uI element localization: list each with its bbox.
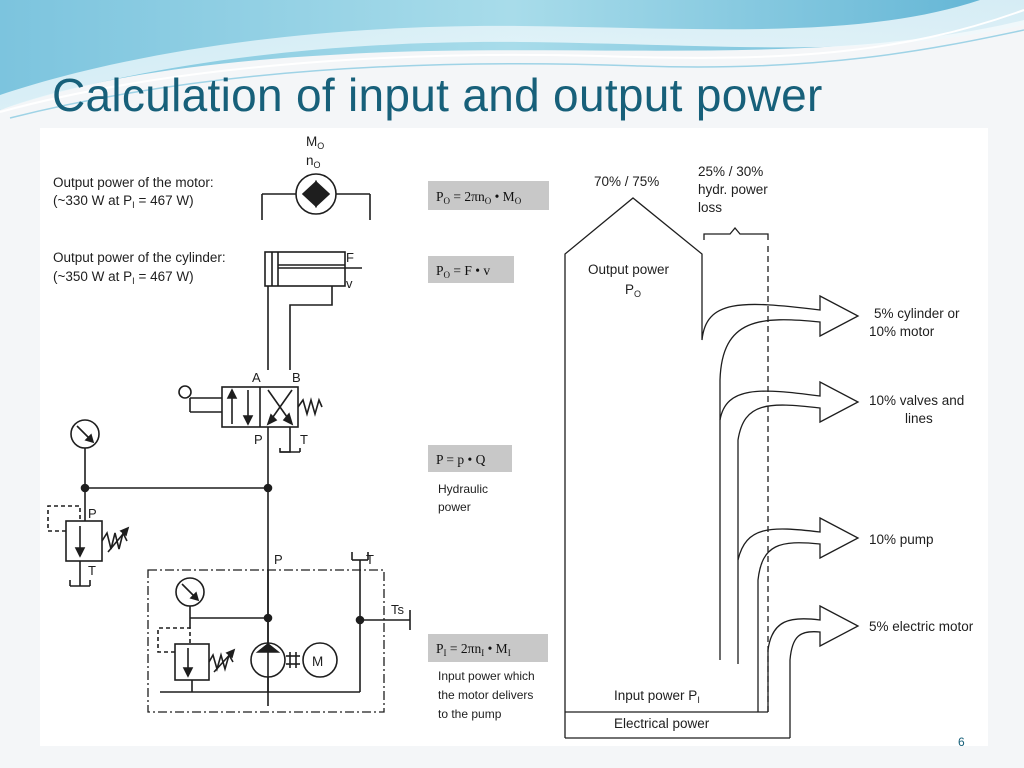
svg-text:T: T — [88, 563, 96, 578]
formula-motor: PO = 2πnO • MO — [428, 181, 549, 210]
svg-text:F: F — [346, 250, 354, 265]
loss-label-pump: 10% pump — [869, 532, 934, 547]
page-number: 6 — [958, 735, 965, 749]
svg-text:B: B — [292, 370, 301, 385]
loss-arrow-cylinder — [701, 280, 860, 660]
loss-label-valves: 10% valves and — [869, 393, 964, 408]
svg-text:A: A — [252, 370, 261, 385]
svg-text:the motor delivers: the motor delivers — [438, 688, 533, 702]
svg-text:(~330 W at PI = 467 W): (~330 W at PI = 467 W) — [53, 193, 194, 210]
svg-text:M: M — [312, 654, 323, 669]
loss-arrow-valves — [719, 380, 860, 664]
svg-text:to the pump: to the pump — [438, 707, 502, 721]
svg-text:T: T — [300, 432, 308, 447]
pressure-gauge-left — [70, 419, 273, 521]
loss-label-electric-motor: 5% electric motor — [869, 619, 974, 634]
svg-text:PO = 2πnO • MO: PO = 2πnO • MO — [436, 189, 522, 206]
svg-text:Output power: Output power — [588, 262, 670, 277]
svg-text:Input power PI: Input power PI — [614, 688, 700, 705]
svg-text:70% / 75%: 70% / 75% — [594, 174, 659, 189]
cylinder-symbol: F v — [264, 250, 362, 370]
svg-text:P: P — [254, 432, 263, 447]
svg-text:Output power of the cylinder:: Output power of the cylinder: — [53, 250, 226, 265]
svg-text:power: power — [438, 500, 471, 514]
svg-text:PI = 2πnI • MI: PI = 2πnI • MI — [436, 641, 511, 658]
power-flow-sankey — [564, 197, 860, 739]
svg-text:P: P — [274, 552, 283, 567]
svg-text:hydr. power: hydr. power — [698, 182, 768, 197]
hydraulic-power-figure: Output power of the motor: (~330 W at PI… — [40, 128, 988, 746]
slide-title: Calculation of input and output power — [52, 69, 823, 121]
formula-hydraulic: P = p • Q Hydraulic power — [428, 445, 512, 514]
svg-text:Hydraulic: Hydraulic — [438, 482, 488, 496]
motor-output-label: Output power of the motor: (~330 W at PI… — [53, 175, 214, 210]
formula-cylinder: PO = F • v — [428, 256, 514, 283]
sankey-labels: 70% / 75% 25% / 30% hydr. power loss Out… — [588, 164, 974, 731]
loss-label-cylinder: 5% cylinder or — [874, 306, 960, 321]
svg-text:PO: PO — [625, 282, 641, 299]
svg-text:P = p • Q: P = p • Q — [436, 452, 486, 467]
svg-text:Output power of the motor:: Output power of the motor: — [53, 175, 214, 190]
svg-text:Ts: Ts — [391, 602, 405, 617]
svg-text:v: v — [346, 276, 353, 291]
loss-arrow-pump — [737, 516, 860, 712]
directional-valve-symbol: A B P T — [178, 370, 323, 706]
svg-text:P: P — [88, 506, 97, 521]
svg-text:(~350 W at PI = 467 W): (~350 W at PI = 467 W) — [53, 269, 194, 286]
svg-text:PO = F • v: PO = F • v — [436, 263, 490, 280]
formula-input: PI = 2πnI • MI Input power which the mot… — [428, 634, 548, 721]
svg-text:25% / 30%: 25% / 30% — [698, 164, 763, 179]
svg-text:loss: loss — [698, 200, 722, 215]
svg-text:T: T — [366, 552, 374, 567]
svg-text:MO: MO — [306, 134, 324, 151]
svg-text:lines: lines — [905, 411, 933, 426]
power-unit: P T Ts — [147, 552, 411, 713]
header-waves — [0, 0, 1024, 119]
svg-text:Electrical power: Electrical power — [614, 716, 710, 731]
svg-text:Input power which: Input power which — [438, 669, 535, 683]
svg-text:nO: nO — [306, 153, 321, 170]
svg-text:10% motor: 10% motor — [869, 324, 935, 339]
hydraulic-motor-symbol: MO nO — [261, 134, 371, 220]
cylinder-output-label: Output power of the cylinder: (~350 W at… — [53, 250, 226, 286]
loss-arrow-electric-motor — [767, 604, 860, 738]
relief-valve-left: P T — [47, 505, 130, 587]
